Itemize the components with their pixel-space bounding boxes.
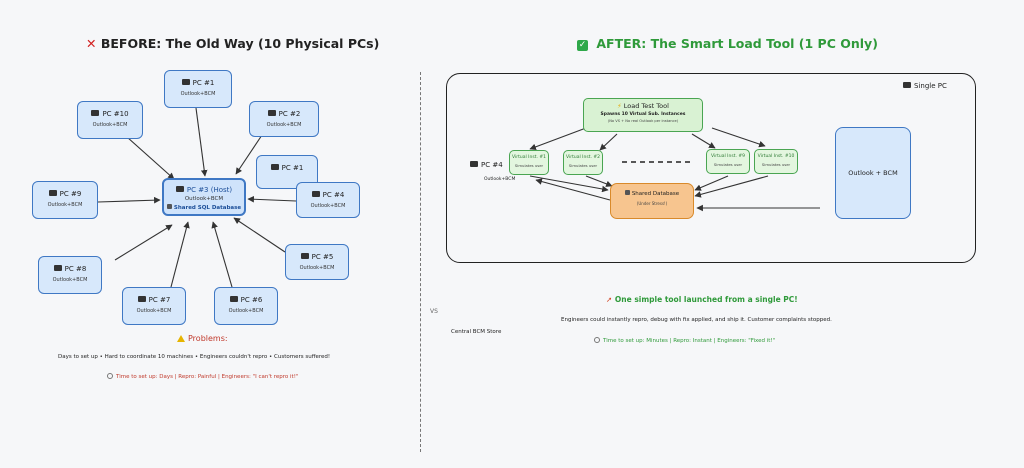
computer-icon [311,191,320,197]
arrow-pc2 [235,134,263,175]
pc-box-10: PC #10 Outlook+BCM [77,101,143,139]
arrow-pc4 [247,195,297,203]
virtual-instance-9: Virtual Inst. #9 Simulates user [706,149,750,174]
computer-icon [137,296,146,302]
computer-icon [175,186,184,192]
outlook-bcm-box: Outlook + BCM [835,127,911,219]
load-test-tool-box: ⚡ Load Test Tool Spawns 10 Virtual Sub. … [583,98,703,132]
pc-box-1b: PC #1 [256,155,318,189]
arrow-tool-inst10 [711,127,766,148]
after-title: ✓ AFTER: The Smart Load Tool (1 PC Only) [577,36,878,51]
cross-mark-icon: ✕ [86,36,97,51]
computer-icon [903,82,911,88]
arrow-inst10-db [694,175,769,198]
arrow-pc5 [233,217,286,253]
computer-icon [48,190,57,196]
rocket-icon: ➚ [606,295,613,304]
arrow-inst2-db [585,175,613,187]
database-icon [624,190,630,195]
arrow-pc9 [97,196,161,204]
pc-box-6: PC #6 Outlook+BCM [214,287,278,325]
after-headline: ➚ One simple tool launched from a single… [606,295,798,304]
central-store-label: Central BCM Store [451,329,502,335]
after-pc4-label: PC #4 [470,161,503,169]
before-time-line: Time to set up: Days | Repro: Painful | … [107,373,298,380]
arrow-pc1 [195,107,208,177]
computer-icon [267,110,276,116]
problems-title: Problems: [177,334,228,343]
pc-box-7: PC #7 Outlook+BCM [122,287,186,325]
after-time-line: Time to set up: Minutes | Repro: Instant… [594,337,775,344]
warning-icon [177,335,185,342]
pc-box-2: PC #2 Outlook+BCM [249,101,319,137]
problems-text: Days to set up • Hard to coordinate 10 m… [58,354,331,360]
single-pc-label: Single PC [903,82,947,90]
shared-database-box: Shared Database (Under Stress!) [610,183,694,219]
database-icon [166,204,172,209]
clock-icon [107,373,113,379]
arrow-pc10 [126,136,175,180]
after-result-text: Engineers could instantly repro, debug w… [561,317,832,323]
after-pc4-sub: Outlook+BCM [484,177,516,182]
computer-icon [91,110,100,116]
computer-icon [53,265,62,271]
vs-label: VS [430,308,438,315]
arrow-tool-inst2 [599,133,618,151]
arrow-pc6 [211,221,233,288]
computer-icon [229,296,238,302]
arrow-tool-inst1 [529,127,587,151]
pc-box-9: PC #9 Outlook+BCM [32,181,98,219]
pc-box-1: PC #1 Outlook+BCM [164,70,232,108]
arrow-pc7 [170,221,190,288]
computer-icon [270,164,279,170]
computer-icon [181,79,190,85]
pc-box-8: PC #8 Outlook+BCM [38,256,102,294]
single-pc-frame [446,73,976,263]
virtual-instance-1: Virtual Inst. #1 Simulates user [509,150,549,175]
arrow-db-pc4 [535,178,611,201]
lightning-icon: ⚡ [617,102,622,110]
arrow-tool-inst9 [691,133,716,149]
host-pc-box: PC #3 (Host) Outlook+BCM Shared SQL Data… [162,178,246,216]
arrow-inst9-db [694,175,729,191]
virtual-instance-10: Virtual Inst. #10 Simulates user [754,149,798,174]
virtual-instance-2: Virtual Inst. #2 Simulates user [563,150,603,175]
arrow-inst1-db [529,175,609,193]
pc-box-5: PC #5 Outlook+BCM [285,244,349,280]
arrow-pc8 [114,224,173,261]
pc-box-4: PC #4 Outlook+BCM [296,182,360,218]
check-mark-icon: ✓ [577,40,588,51]
computer-icon [470,161,478,167]
before-title: ✕ BEFORE: The Old Way (10 Physical PCs) [86,36,380,51]
section-divider [420,72,421,452]
computer-icon [300,253,309,259]
clock-icon [594,337,600,343]
